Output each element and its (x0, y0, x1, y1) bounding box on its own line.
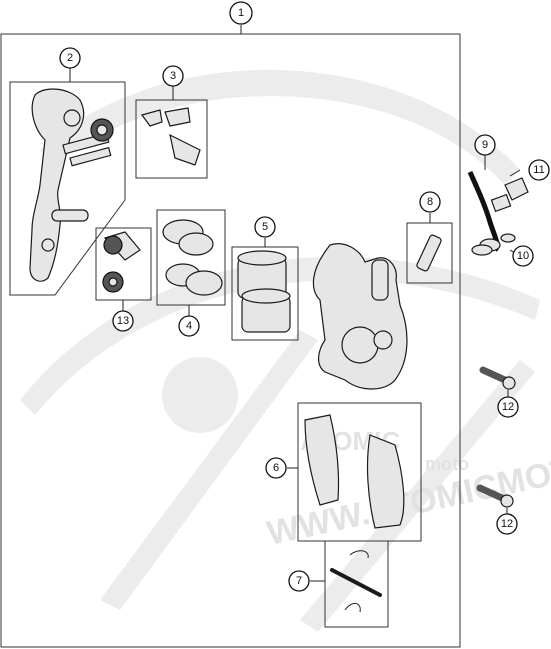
screw-upper (479, 366, 509, 384)
piston-2-top (241, 288, 291, 304)
bracket-body (29, 88, 85, 282)
seal-ring-2 (178, 232, 214, 256)
part-2-group (9, 68, 126, 296)
callout-circle (178, 315, 200, 337)
part-13-group (95, 227, 152, 311)
callout-circle (59, 47, 81, 69)
callout-5: 5 (254, 216, 276, 238)
brake-hose (467, 170, 500, 252)
callout-label: 6 (273, 462, 279, 474)
callout-12-upper: 12 (497, 396, 519, 418)
clip-b (164, 107, 191, 127)
callout-circle (162, 65, 184, 87)
callout-label: 7 (296, 575, 302, 587)
part-3-group (135, 86, 208, 179)
callout-13: 13 (112, 310, 134, 332)
boot-13a (103, 235, 123, 255)
callout-circle (265, 457, 287, 479)
callout-circle (528, 159, 550, 181)
caliper-housing (312, 243, 408, 390)
callout-circle (288, 570, 310, 592)
callout-6: 6 (265, 457, 287, 479)
callout-label: 12 (501, 518, 513, 530)
part-5-group (231, 238, 299, 341)
caliper-bore (341, 326, 379, 364)
callout-label: 12 (502, 401, 514, 413)
piston-1-top (237, 250, 287, 266)
screw-lower (476, 484, 506, 502)
callout-8: 8 (419, 191, 441, 213)
callout-label: 1 (238, 7, 244, 19)
callout-12-lower: 12 (496, 513, 518, 535)
brake-pad-left (304, 414, 340, 506)
bracket-hole-upper (63, 109, 81, 127)
callout-label: 3 (170, 70, 176, 82)
banjo-bolt-head (504, 177, 529, 201)
callout-1: 1 (229, 1, 253, 25)
part-11-group (490, 169, 529, 213)
callout-circle (497, 396, 519, 418)
callout-label: 2 (67, 52, 73, 64)
clip-a (141, 109, 163, 127)
part-7-box (324, 540, 389, 628)
callout-label: 9 (482, 139, 488, 151)
clip-c (169, 133, 201, 166)
callout-label: 5 (262, 221, 268, 233)
bleeder-screw (416, 234, 442, 272)
callout-2: 2 (59, 47, 81, 69)
bracket-hole-lower (41, 238, 55, 252)
part-6-group (287, 402, 422, 542)
caliper-body (312, 243, 408, 390)
washer-a (471, 244, 493, 256)
callout-label: 11 (533, 164, 544, 176)
pad-spring-b (69, 146, 112, 167)
callout-4: 4 (178, 315, 200, 337)
callout-3: 3 (162, 65, 184, 87)
callout-circle (229, 1, 253, 25)
caliper-bleed-port (373, 330, 393, 350)
pin-clip-top (349, 550, 369, 559)
guide-pin-lower (51, 209, 89, 222)
callout-7: 7 (288, 570, 310, 592)
callout-label: 8 (427, 196, 433, 208)
part-3-box (135, 99, 208, 179)
screw-upper-head (502, 376, 516, 390)
callout-label: 13 (117, 315, 129, 327)
part-4-group (156, 209, 226, 316)
callout-circle (496, 513, 518, 535)
callout-label: 10 (517, 250, 529, 262)
pad-pin (330, 568, 382, 597)
callout-11: 11 (528, 159, 550, 181)
callout-label: 4 (186, 320, 192, 332)
caliper-bolt (371, 259, 389, 301)
brake-pad-right (366, 434, 405, 529)
callout-circle (474, 134, 496, 156)
part-4-box (156, 209, 226, 306)
part-12-group (476, 366, 516, 514)
callout-circle (254, 216, 276, 238)
callout-circle (112, 310, 134, 332)
boot-13b-center (108, 277, 118, 287)
pin-clip-bottom (344, 603, 361, 613)
callout-9: 9 (474, 134, 496, 156)
part-2-box (9, 81, 126, 296)
watermark-moto: moto (425, 454, 469, 474)
screw-lower-head (500, 494, 514, 508)
callout-10: 10 (512, 245, 534, 267)
callout-circle (512, 245, 534, 267)
banjo-bolt-shaft (490, 193, 512, 213)
callout-circle (419, 191, 441, 213)
boot-2-center (96, 124, 108, 136)
part-7-group (310, 540, 389, 628)
assembly-frame (0, 33, 461, 648)
washer-b (500, 233, 516, 243)
part-8-group (406, 213, 453, 284)
seal-ring-4 (185, 270, 223, 296)
